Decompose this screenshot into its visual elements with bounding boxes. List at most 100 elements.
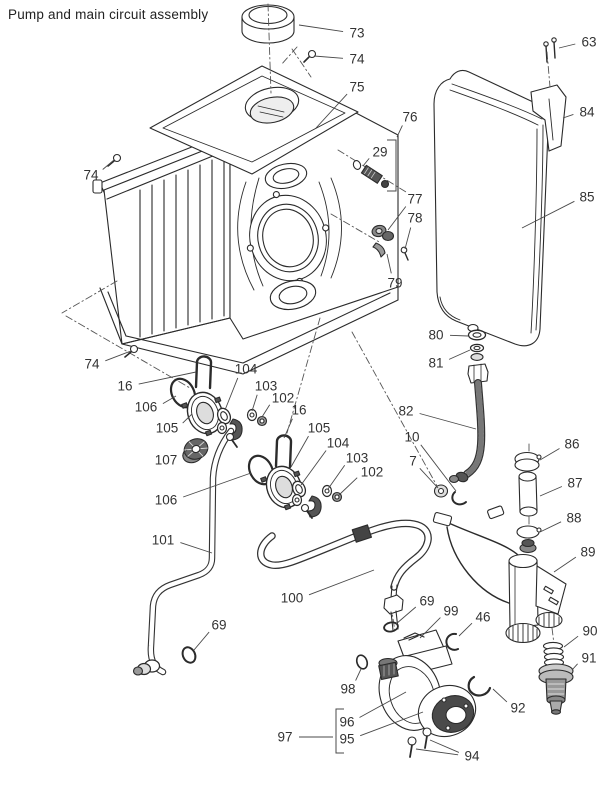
- part-callout-101: 101: [152, 533, 175, 548]
- part-callout-77: 77: [407, 192, 422, 207]
- leader-line-74: [102, 159, 115, 170]
- part-callout-99: 99: [443, 604, 458, 619]
- leader-line-87: [539, 486, 563, 497]
- part-callout-87: 87: [567, 476, 582, 491]
- leader-line-29: [362, 158, 370, 167]
- leader-line-84: [562, 113, 574, 119]
- combustion-cover: [149, 65, 359, 175]
- leader-line-105: [182, 413, 193, 424]
- leader-line-10: [420, 444, 457, 492]
- part-callout-74: 74: [84, 357, 100, 372]
- axis-lines: [61, 3, 555, 645]
- leader-line-98: [355, 668, 362, 681]
- part-callout-94: 94: [464, 749, 480, 764]
- part-callout-75: 75: [349, 80, 364, 95]
- part-callout-10: 10: [404, 430, 419, 445]
- leader-line-94: [415, 748, 459, 756]
- sensor-29: [352, 160, 390, 189]
- part-callout-84: 84: [579, 105, 595, 120]
- part-callout-80: 80: [428, 328, 443, 343]
- vessel-bracket: [530, 37, 567, 152]
- part-callout-92: 92: [510, 701, 525, 716]
- leader-line-88: [539, 521, 562, 533]
- hydraulic-head: [505, 553, 574, 715]
- leader-line-104: [300, 450, 327, 486]
- leader-line-79: [386, 253, 392, 274]
- part-callout-16: 16: [117, 379, 132, 394]
- part-callout-29: 29: [372, 145, 387, 160]
- part-callout-106: 106: [155, 493, 178, 508]
- part-callout-89: 89: [580, 545, 595, 560]
- leader-line-94: [429, 739, 460, 753]
- leader-line-78: [404, 227, 412, 250]
- leader-line-90: [563, 635, 579, 648]
- small-fittings: [432, 484, 519, 605]
- leader-line-100: [308, 569, 375, 596]
- expansion-vessel: [433, 69, 549, 347]
- part-callout-98: 98: [340, 682, 355, 697]
- pump-flange-assembly-2: [247, 434, 343, 519]
- part-callout-100: 100: [281, 591, 304, 606]
- leader-line-74: [105, 350, 132, 362]
- part-callout-76: 76: [402, 110, 417, 125]
- leader-line-7: [419, 467, 439, 489]
- leader-line-16: [283, 418, 293, 439]
- clamp-77-78-79: [371, 224, 409, 261]
- part-callout-91: 91: [581, 651, 596, 666]
- leader-line-76: [396, 125, 403, 138]
- leader-line-63: [558, 43, 576, 49]
- part-callout-63: 63: [581, 35, 596, 50]
- callout-bracket-97: [335, 708, 344, 754]
- part-callout-103: 103: [346, 451, 369, 466]
- leader-line-82: [419, 413, 477, 430]
- part-callout-95: 95: [339, 732, 354, 747]
- leader-line-74: [313, 55, 344, 59]
- leader-line-104: [224, 377, 239, 411]
- leader-line-86: [539, 448, 560, 461]
- leader-line-107: [181, 449, 188, 456]
- leader-line-103: [251, 394, 258, 412]
- part-callout-104: 104: [327, 436, 350, 451]
- part-callout-88: 88: [566, 511, 581, 526]
- callout-bracket-76: [387, 139, 397, 192]
- outlet-hose: [257, 519, 432, 591]
- leader-line-96: [359, 691, 407, 718]
- leader-line-106: [183, 472, 252, 498]
- part-callout-106: 106: [135, 400, 158, 415]
- leader-line-75: [315, 93, 348, 129]
- leader-line-102: [261, 404, 271, 418]
- leader-line-105: [290, 435, 309, 468]
- callout-layer: 7374757629777879638485747416106105107104…: [83, 24, 598, 764]
- leader-line-103: [327, 465, 346, 490]
- leader-line-92: [492, 688, 508, 703]
- part-callout-105: 105: [308, 421, 331, 436]
- part-callout-104: 104: [235, 362, 258, 377]
- leader-line-16: [138, 371, 197, 385]
- part-callout-90: 90: [582, 624, 597, 639]
- part-callout-97: 97: [277, 730, 292, 745]
- part-callout-82: 82: [398, 404, 413, 419]
- leader-line-91: [571, 663, 578, 671]
- part-callout-74: 74: [83, 168, 99, 183]
- pump-flange-assembly-1: [169, 355, 268, 464]
- part-callout-81: 81: [428, 356, 443, 371]
- part-callout-16: 16: [291, 403, 306, 418]
- part-callout-86: 86: [564, 437, 579, 452]
- leader-line-101: [180, 542, 213, 554]
- leader-line-106: [162, 395, 177, 404]
- heat-exchanger-left-face: [92, 131, 231, 345]
- part-callout-96: 96: [339, 715, 354, 730]
- leader-line-85: [521, 200, 575, 229]
- leader-line-99: [419, 617, 441, 639]
- leader-line-69: [395, 606, 417, 625]
- leader-line-77: [387, 206, 407, 231]
- leader-line-102: [338, 477, 358, 496]
- part-callout-85: 85: [579, 190, 594, 205]
- leader-line-81: [448, 349, 471, 360]
- part-callout-105: 105: [156, 421, 179, 436]
- part-callout-46: 46: [475, 610, 490, 625]
- filling-hose: [448, 329, 489, 484]
- circulation-pump: [355, 584, 492, 758]
- part-callout-107: 107: [155, 453, 178, 468]
